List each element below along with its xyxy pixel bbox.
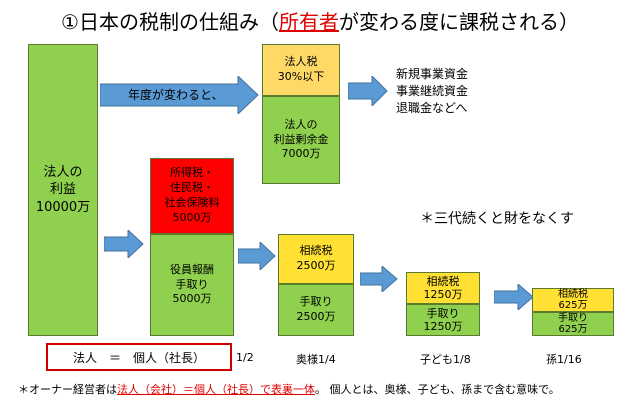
gen3-arrow xyxy=(494,284,534,310)
gen2-arrow xyxy=(360,266,398,292)
uses-text: 新規事業資金 事業継続資金 退職金などへ xyxy=(396,66,468,116)
fraction-3: 子ども1/8 xyxy=(420,353,471,366)
salary-box: 役員報酬 手取り 5000万 xyxy=(150,234,234,336)
gen3-tax-label: 相続税 xyxy=(558,289,588,300)
retained-line3: 7000万 xyxy=(281,147,321,161)
fraction-4: 孫1/16 xyxy=(546,353,582,366)
corp-tax-line1: 法人税 xyxy=(284,55,318,69)
gen2-net-box: 手取り 1250万 xyxy=(406,304,480,336)
corp-profit-line1: 法人の xyxy=(43,164,83,180)
three-generations-note: ＊三代続くと財をなくす xyxy=(420,211,574,227)
uses-line2: 事業継続資金 xyxy=(396,83,469,98)
salary-arrow xyxy=(104,230,144,258)
gen1-net-value: 2500万 xyxy=(296,310,336,323)
gen2-tax-box: 相続税 1250万 xyxy=(406,272,480,304)
gen3-tax-value: 625万 xyxy=(558,300,588,311)
gen3-net-label: 手取り xyxy=(558,313,588,324)
footnote: ＊オーナー経営者は法人（会社）＝個人（社長）で表裏一体。 個人とは、奥様、子ども… xyxy=(18,381,560,397)
corp-tax-box: 法人税 30%以下 xyxy=(262,44,340,96)
fraction-2: 奥様1/4 xyxy=(296,353,336,366)
legend-eq: ＝ xyxy=(108,350,121,365)
title-prefix: ①日本の税制の仕組み（ xyxy=(61,10,279,34)
salary-line1: 役員報酬 xyxy=(170,262,214,276)
gen1-net-label: 手取り xyxy=(299,295,333,309)
retained-line2: 利益剰余金 xyxy=(273,132,329,146)
uses-line1: 新規事業資金 xyxy=(396,67,469,81)
retained-line1: 法人の xyxy=(284,117,318,131)
corp-tax-line2: 30%以下 xyxy=(277,70,325,83)
gen2-tax-label: 相続税 xyxy=(426,274,460,288)
legend-right: 個人（社長） xyxy=(133,350,206,365)
gen1-tax-box: 相続税 2500万 xyxy=(278,234,354,284)
gen1-tax-label: 相続税 xyxy=(299,244,333,258)
salary-line3: 5000万 xyxy=(172,292,212,306)
gen3-net-value: 625万 xyxy=(558,324,588,335)
gen1-net-box: 手取り 2500万 xyxy=(278,284,354,336)
gen1-arrow xyxy=(238,242,276,270)
legend-box: 法人 ＝ 個人（社長） xyxy=(46,343,232,371)
corp-profit-box: 法人の 利益 10000万 xyxy=(28,44,98,336)
personal-tax-line4: 5000万 xyxy=(172,210,212,224)
title-suffix: が変わる度に課税される） xyxy=(338,10,579,34)
personal-tax-line2: 住民税・ xyxy=(170,181,214,195)
year-arrow-label: 年度が変わると、 xyxy=(128,88,224,102)
salary-line2: 手取り xyxy=(175,277,209,291)
personal-tax-line3: 社会保険料 xyxy=(164,196,220,209)
year-arrow xyxy=(100,76,259,114)
gen2-net-value: 1250万 xyxy=(423,320,463,333)
title-highlight: 所有者 xyxy=(278,10,339,34)
page-title: ①日本の税制の仕組み（所有者が変わる度に課税される） xyxy=(0,6,640,35)
retained-earnings-box: 法人の 利益剰余金 7000万 xyxy=(262,96,340,184)
legend-left: 法人 xyxy=(72,350,97,365)
gen3-tax-box: 相続税 625万 xyxy=(532,288,614,312)
footnote-suffix: 。 個人とは、奥様、子ども、孫まで含む意味で。 xyxy=(315,383,560,396)
uses-line3: 退職金などへ xyxy=(396,100,468,115)
uses-arrow xyxy=(348,76,388,106)
gen1-tax-value: 2500万 xyxy=(296,259,336,272)
corp-profit-line2: 利益 xyxy=(49,182,76,198)
gen2-net-label: 手取り xyxy=(426,306,460,320)
footnote-prefix: ＊オーナー経営者は xyxy=(18,383,117,396)
footnote-highlight: 法人（会社）＝個人（社長）で表裏一体 xyxy=(117,383,315,396)
personal-tax-line1: 所得税・ xyxy=(170,166,214,180)
gen2-tax-value: 1250万 xyxy=(423,288,463,301)
gen3-net-box: 手取り 625万 xyxy=(532,312,614,336)
corp-profit-line3: 10000万 xyxy=(35,199,91,215)
personal-tax-box: 所得税・ 住民税・ 社会保険料 5000万 xyxy=(150,158,234,234)
fraction-1: 1/2 xyxy=(236,351,254,364)
